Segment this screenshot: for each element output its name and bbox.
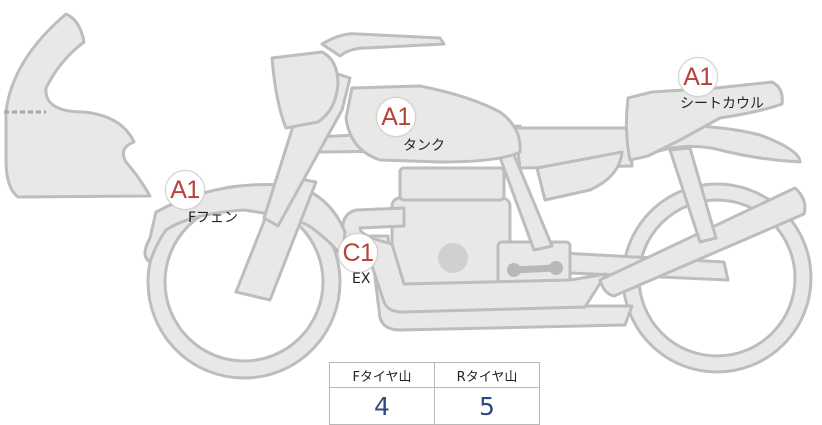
front-fender-grade-badge: A1 xyxy=(165,170,205,210)
engine-cover xyxy=(438,243,468,273)
engine-head xyxy=(398,166,506,202)
tread-table-header-row: Fタイヤ山 Rタイヤ山 xyxy=(329,362,540,388)
headlight xyxy=(270,50,340,130)
seat-cowl xyxy=(624,80,784,162)
tank-grade-badge: A1 xyxy=(376,97,416,137)
rear-tread-header: Rタイヤ山 xyxy=(434,362,540,388)
exhaust-label: EX xyxy=(352,271,371,287)
front-tread-header: Fタイヤ山 xyxy=(329,362,435,388)
tire-tread-table: Fタイヤ山 Rタイヤ山 4 5 xyxy=(329,362,540,425)
side-panel xyxy=(535,150,624,202)
rear-shock xyxy=(668,146,718,244)
tank-label: タンク xyxy=(403,138,445,154)
front-fender-label: Fフェン xyxy=(188,210,239,226)
seat-cowl-grade-badge: A1 xyxy=(678,57,718,97)
handlebar xyxy=(320,32,446,58)
seat-cowl-label: シートカウル xyxy=(680,96,764,112)
exhaust-grade-badge: C1 xyxy=(338,233,378,273)
footrest-knob-left xyxy=(507,263,521,277)
footrest-knob-right xyxy=(549,261,563,275)
fairing-part xyxy=(4,12,152,199)
tread-table-value-row: 4 5 xyxy=(329,387,540,425)
front-tread-value: 4 xyxy=(329,387,435,425)
rear-tread-value: 5 xyxy=(434,387,540,425)
